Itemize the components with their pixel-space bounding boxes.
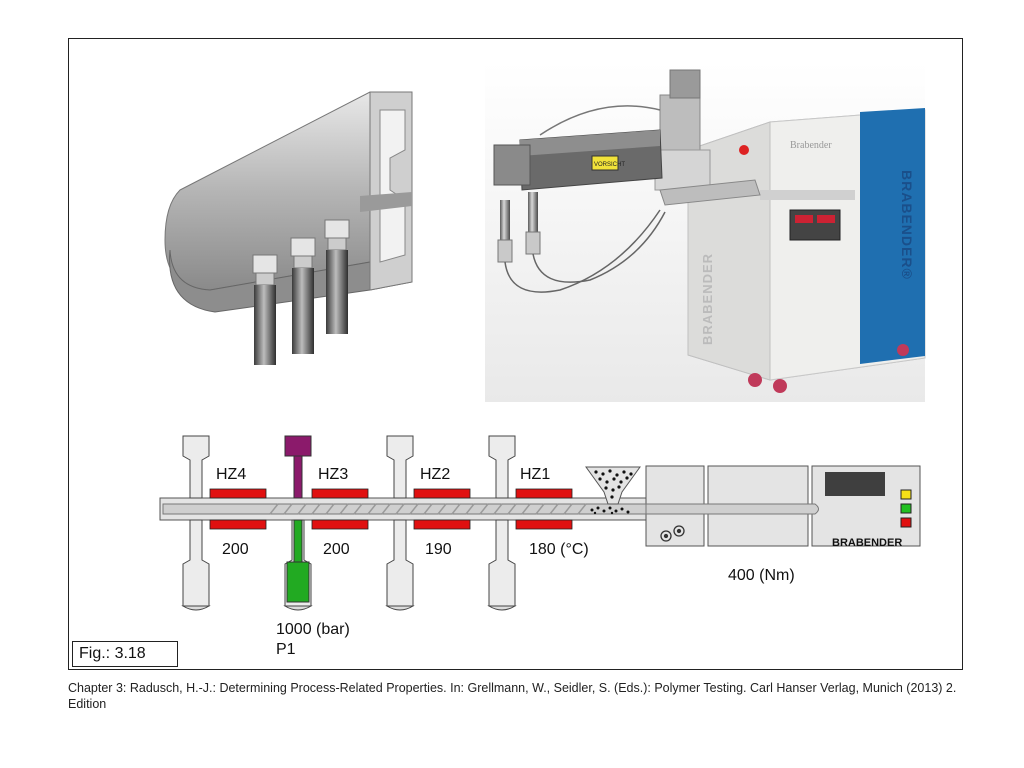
- heater-hz3-bottom: [311, 519, 369, 530]
- gear-icon: [660, 525, 685, 542]
- drive-brand-label: BRABENDER: [832, 537, 902, 549]
- indicator-yellow: [900, 489, 912, 500]
- zone-label-hz3: HZ3: [318, 466, 348, 483]
- heater-hz4-top: [209, 488, 267, 499]
- side-brand-text: BRABENDER: [700, 253, 715, 345]
- die-rendering: [164, 91, 413, 365]
- pressure-sensor-label: P1: [276, 641, 296, 658]
- figure-caption: Chapter 3: Radusch, H.-J.: Determining P…: [68, 681, 957, 711]
- transducer-4-top: [488, 435, 516, 499]
- transducer-1-top: [182, 435, 210, 499]
- hopper: [585, 466, 641, 505]
- drive-display: [825, 472, 885, 496]
- pressure-sensor-body: [286, 561, 310, 603]
- pressure-value: 1000 (bar): [276, 621, 350, 638]
- extruder-schematic: BRABENDER: [159, 435, 921, 658]
- heater-hz3-top: [311, 488, 369, 499]
- zone-temp-hz4: 200: [222, 541, 249, 558]
- heater-hz2-top: [413, 488, 471, 499]
- warning-sticker-text: VORSICHT: [594, 162, 625, 168]
- heater-hz2-bottom: [413, 519, 471, 530]
- transducer-3-bottom: [386, 519, 414, 607]
- transducer-3-top: [386, 435, 414, 499]
- zone-label-hz1: HZ1: [520, 466, 550, 483]
- indicator-green: [900, 503, 912, 514]
- zone-label-hz4: HZ4: [216, 466, 246, 483]
- zone-temp-hz2: 190: [425, 541, 452, 558]
- extruder-photo: BRABENDER® BRABENDER Brabender VORSICHT: [485, 62, 926, 402]
- indicator-red: [900, 517, 912, 528]
- zone-label-hz2: HZ2: [420, 466, 450, 483]
- panel-brand-text: BRABENDER®: [899, 170, 915, 280]
- heater-hz4-bottom: [209, 519, 267, 530]
- heater-hz1-top: [515, 488, 573, 499]
- pressure-sensor-head: [284, 435, 312, 457]
- torque-value: 400 (Nm): [728, 567, 795, 584]
- panel-small-text: Brabender: [790, 140, 832, 151]
- heater-hz1-bottom: [515, 519, 573, 530]
- figure-number: Fig.: 3.18: [72, 641, 178, 667]
- transducer-4-bottom: [488, 519, 516, 607]
- transducer-1-bottom: [182, 519, 210, 607]
- emergency-stop-icon: [739, 145, 749, 155]
- zone-temp-hz1: 180 (°C): [529, 541, 589, 558]
- zone-temp-hz3: 200: [323, 541, 350, 558]
- warning-sticker: [591, 155, 619, 171]
